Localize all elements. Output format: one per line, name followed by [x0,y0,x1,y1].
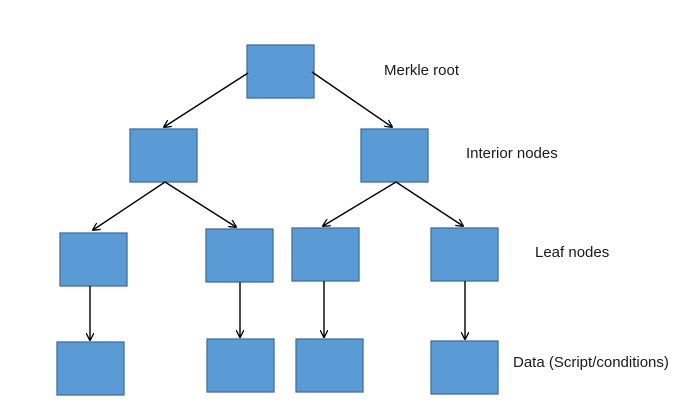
edge-root-to-interior-right [311,71,392,127]
edge-interior-left-to-leaf-1 [93,181,166,230]
leaf-node-3 [291,227,360,282]
label-interior-nodes: Interior nodes [466,145,558,162]
label-merkle-root: Merkle root [384,62,460,79]
data-node-4 [430,340,499,395]
label-data: Data (Script/conditions) [513,354,669,371]
leaf-node-2 [205,228,274,283]
merkle-root-node [246,44,315,99]
data-node-1 [56,341,125,396]
leaf-node-1 [59,232,128,287]
edge-interior-right-to-leaf-4 [395,181,463,226]
leaf-node-4 [430,227,499,282]
edge-interior-left-to-leaf-2 [164,181,236,227]
edge-interior-right-to-leaf-3 [323,181,397,226]
data-node-2 [206,338,275,393]
interior-node-right [360,128,429,183]
edge-root-to-interior-left [164,72,249,127]
interior-node-left [129,128,198,183]
label-leaf-nodes: Leaf nodes [535,244,609,261]
data-node-3 [295,338,364,393]
